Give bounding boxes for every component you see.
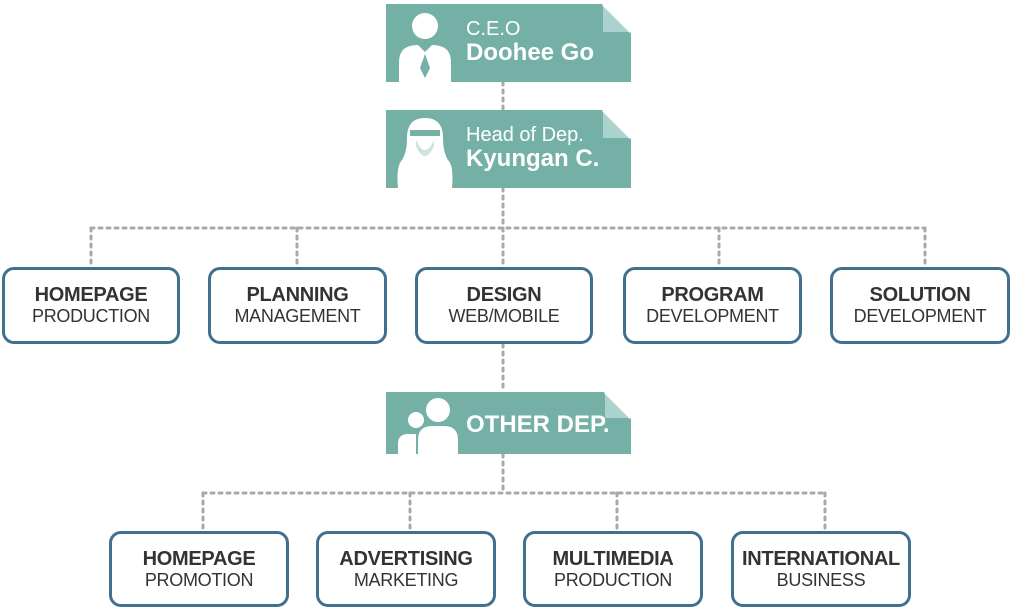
head-name: Kyungan C. bbox=[466, 145, 600, 172]
dept-title: SOLUTION bbox=[869, 284, 971, 306]
dept-homepage-production: HOMEPAGE PRODUCTION bbox=[2, 267, 180, 344]
businessman-icon bbox=[399, 13, 451, 82]
dept-solution-development: SOLUTION DEVELOPMENT bbox=[830, 267, 1010, 344]
woman-icon bbox=[397, 118, 453, 188]
other-dep-card: OTHER DEP. bbox=[386, 392, 631, 454]
ceo-name: Doohee Go bbox=[466, 39, 595, 66]
dept-international-business: INTERNATIONAL BUSINESS bbox=[731, 531, 911, 607]
dept-title: PLANNING bbox=[246, 284, 349, 306]
dept-program-development: PROGRAM DEVELOPMENT bbox=[623, 267, 802, 344]
dept-advertising-marketing: ADVERTISING MARKETING bbox=[316, 531, 496, 607]
dept-multimedia-production: MULTIMEDIA PRODUCTION bbox=[523, 531, 703, 607]
dept-title: INTERNATIONAL bbox=[742, 547, 900, 570]
dept-subtitle: WEB/MOBILE bbox=[448, 306, 560, 326]
dept-subtitle: PROMOTION bbox=[144, 569, 254, 590]
dept-title: ADVERTISING bbox=[339, 547, 473, 570]
dept-title: HOMEPAGE bbox=[142, 547, 256, 570]
head-card: Head of Dep. Kyungan C. bbox=[386, 110, 631, 188]
ceo-title: C.E.O bbox=[466, 18, 521, 40]
dept-design-web-mobile: DESIGN WEB/MOBILE bbox=[415, 267, 593, 344]
dept-title: PROGRAM bbox=[661, 284, 764, 306]
dept-homepage-promotion: HOMEPAGE PROMOTION bbox=[109, 531, 289, 607]
other-dep-name: OTHER DEP. bbox=[466, 411, 610, 438]
dept-title: MULTIMEDIA bbox=[552, 547, 674, 570]
group-icon bbox=[398, 398, 458, 454]
dept-subtitle: PRODUCTION bbox=[554, 569, 672, 590]
dept-subtitle: DEVELOPMENT bbox=[646, 306, 779, 326]
dept-title: HOMEPAGE bbox=[34, 284, 148, 306]
dept-subtitle: BUSINESS bbox=[776, 569, 866, 590]
dept-subtitle: PRODUCTION bbox=[32, 306, 150, 326]
dept-subtitle: DEVELOPMENT bbox=[853, 306, 987, 326]
head-title: Head of Dep. bbox=[466, 124, 584, 146]
dept-title: DESIGN bbox=[466, 284, 542, 306]
dept-subtitle: MANAGEMENT bbox=[234, 306, 361, 326]
dept-subtitle: MARKETING bbox=[353, 569, 459, 590]
ceo-card: C.E.O Doohee Go bbox=[386, 4, 631, 82]
dept-planning-management: PLANNING MANAGEMENT bbox=[208, 267, 387, 344]
